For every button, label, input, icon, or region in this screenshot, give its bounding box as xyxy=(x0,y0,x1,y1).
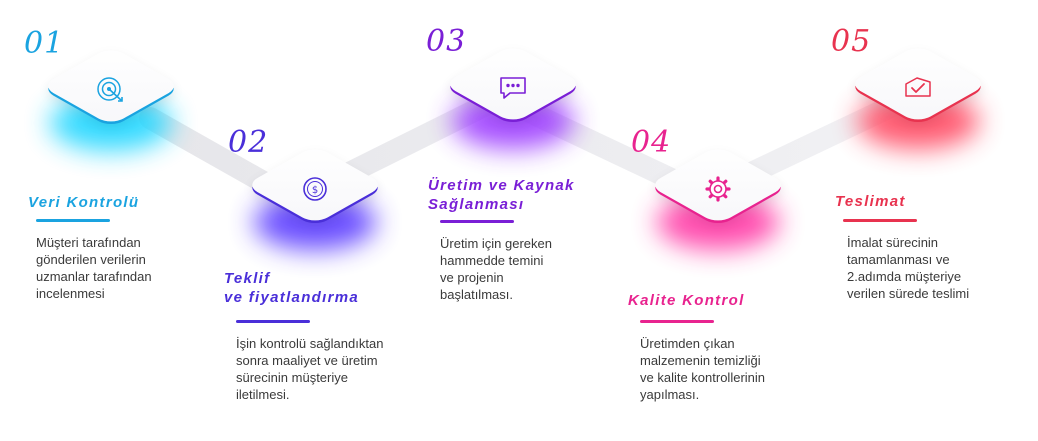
step-3-number: 03 xyxy=(426,24,467,59)
coin-icon: $ xyxy=(298,172,332,206)
step-2-title: Teklif ve fiyatlandırma xyxy=(224,270,360,306)
step-4-node: 04 xyxy=(631,128,793,250)
step-4-underline xyxy=(640,320,714,323)
step-5-node: 05 xyxy=(831,27,993,149)
step-3-description: Üretim için gereken hammedde temini ve p… xyxy=(440,236,552,302)
step-2-node: $ 02 xyxy=(228,128,390,250)
step-1-title: Veri Kontrolü xyxy=(28,194,140,211)
step-1-number: 01 xyxy=(24,26,65,61)
step-4-title: Kalite Kontrol xyxy=(628,292,745,309)
step-2-underline xyxy=(236,320,310,323)
step-5-underline xyxy=(843,219,917,222)
step-3-node: 03 xyxy=(426,27,588,149)
chat-icon xyxy=(496,71,530,105)
gear-icon xyxy=(701,172,735,206)
step-3-underline xyxy=(440,220,514,223)
svg-text:$: $ xyxy=(312,185,318,196)
step-1-description: Müşteri tarafından gönderilen verilerin … xyxy=(36,235,152,301)
check-icon xyxy=(901,71,935,105)
step-4-number: 04 xyxy=(631,125,672,160)
step-1-underline xyxy=(36,219,110,222)
target-icon xyxy=(94,73,128,107)
step-2-description: İşin kontrolü sağlandıktan sonra maaliye… xyxy=(236,336,384,402)
step-4-description: Üretimden çıkan malzemenin temizliği ve … xyxy=(640,336,766,402)
step-5-title: Teslimat xyxy=(835,193,906,210)
step-3-title: Üretim ve Kaynak Sağlanması xyxy=(428,177,575,213)
step-5-number: 05 xyxy=(831,24,872,59)
step-1-node: 01 xyxy=(24,29,186,151)
step-2-number: 02 xyxy=(228,125,269,160)
step-5-description: İmalat sürecinin tamamlanması ve 2.adımd… xyxy=(847,235,970,301)
